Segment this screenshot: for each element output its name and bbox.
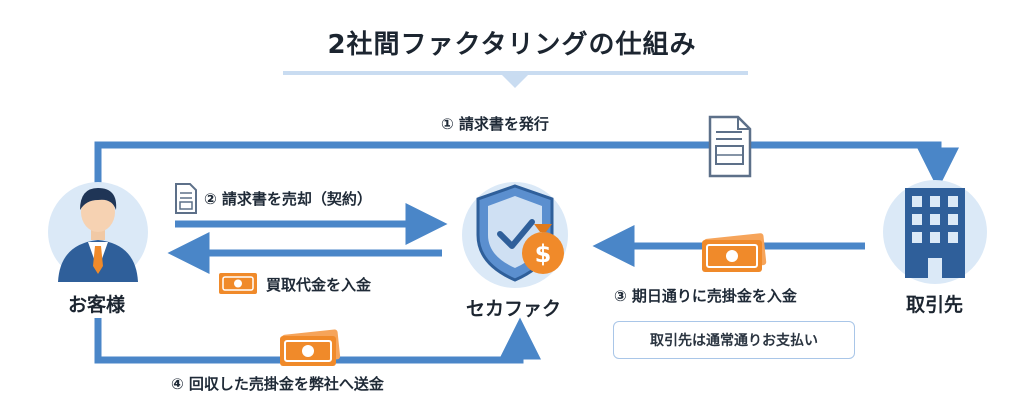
banknote-icon-step3 <box>702 233 767 272</box>
company-label: セカファク <box>466 298 562 320</box>
customer-avatar-icon <box>48 182 148 282</box>
title-underline <box>283 71 748 88</box>
step4-label: ④ 回収した売掛金を弊社へ送金 <box>171 375 384 393</box>
step3-note-box: 取引先は通常通りお支払い <box>613 321 855 359</box>
customer-label: お客様 <box>68 294 126 316</box>
banknote-icon-step4 <box>280 329 341 366</box>
money-bag-icon: $ <box>522 224 564 274</box>
building-icon <box>883 180 987 284</box>
step3-label: ③ 期日通りに売掛金を入金 <box>614 287 797 305</box>
small-invoice-icon <box>175 183 197 214</box>
invoice-icon <box>708 115 752 178</box>
step2-label: ② 請求書を売却（契約） <box>204 190 372 208</box>
svg-text:$: $ <box>535 240 552 268</box>
banknote-icon-payment <box>219 273 257 294</box>
diagram-title: 2社間ファクタリングの仕組み <box>327 30 697 60</box>
arrow-step1 <box>94 141 959 190</box>
step1-label: ① 請求書を発行 <box>441 115 549 133</box>
client-label: 取引先 <box>906 294 964 316</box>
payment-label: 買取代金を入金 <box>266 276 372 294</box>
